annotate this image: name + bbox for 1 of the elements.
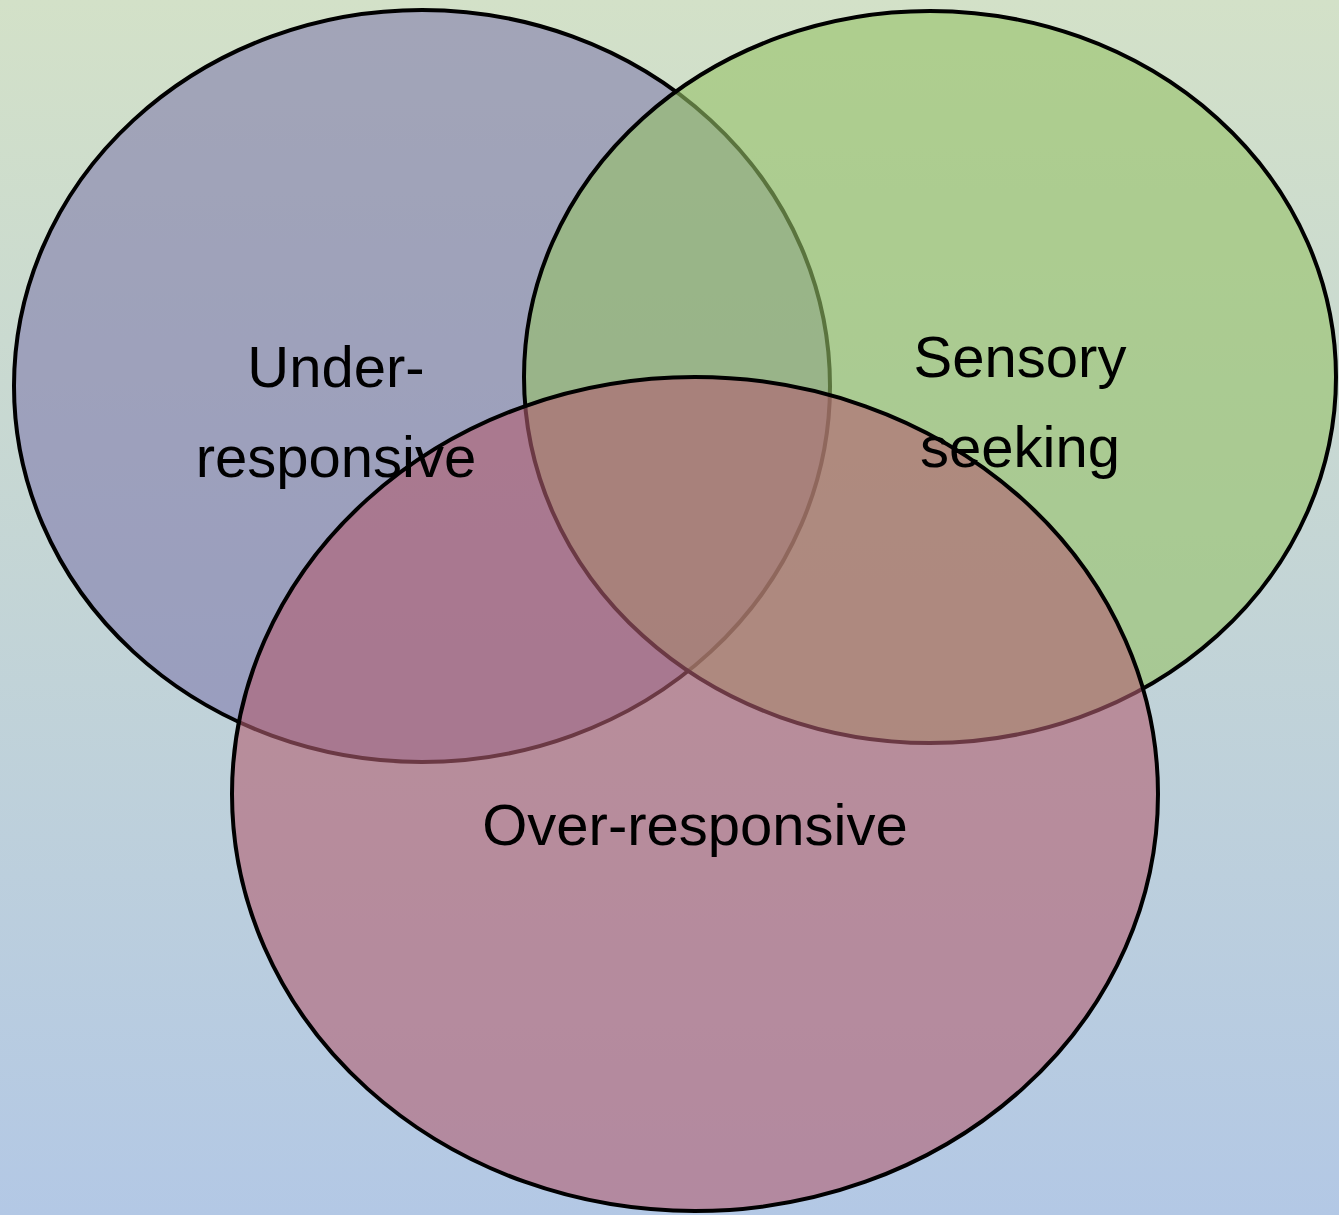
set-label: Over-responsive <box>481 791 909 860</box>
